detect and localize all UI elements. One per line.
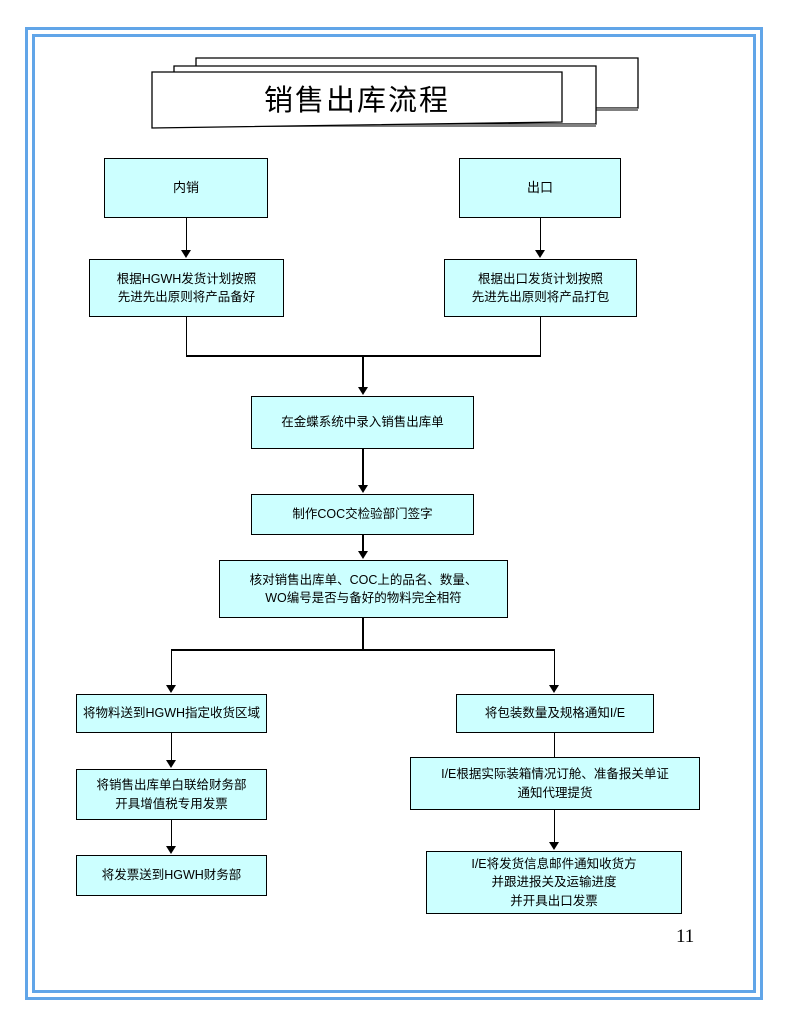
title-banner bbox=[150, 56, 650, 142]
page-border-outer bbox=[25, 27, 763, 1000]
edge-merge-to-kingdee bbox=[362, 355, 364, 388]
arrowhead-split-left bbox=[166, 685, 176, 693]
arrowhead-split-right bbox=[549, 685, 559, 693]
arrowhead-whitecopy-to-invoice bbox=[166, 846, 176, 854]
arrowhead-domestic-to-prepare bbox=[181, 250, 191, 258]
edge-verify-down bbox=[362, 618, 364, 650]
arrowhead-area-to-whitecopy bbox=[166, 760, 176, 768]
arrowhead-export-to-pack bbox=[535, 250, 545, 258]
page-title: 销售出库流程 bbox=[263, 85, 450, 117]
node-verify-match[interactable]: 核对销售出库单、COC上的品名、数量、 WO编号是否与备好的物料完全相符 bbox=[219, 560, 508, 618]
edge-booking-to-consignee bbox=[553, 810, 555, 843]
edge-export-to-pack bbox=[539, 218, 541, 251]
node-deliver-to-hgwh-area[interactable]: 将物料送到HGWH指定收货区域 bbox=[76, 694, 267, 733]
edge-domestic-to-prepare bbox=[185, 218, 187, 251]
edge-coc-to-verify bbox=[362, 535, 364, 552]
edge-notify-to-booking bbox=[553, 733, 555, 758]
node-export-pack[interactable]: 根据出口发货计划按照 先进先出原则将产品打包 bbox=[444, 259, 637, 317]
arrowhead-kingdee-to-coc bbox=[358, 485, 368, 493]
edge-pack-down bbox=[539, 317, 541, 356]
edge-prepare-down bbox=[185, 317, 187, 356]
node-coc-signature[interactable]: 制作COC交检验部门签字 bbox=[251, 494, 474, 535]
node-white-copy-finance[interactable]: 将销售出库单白联给财务部 开具增值税专用发票 bbox=[76, 769, 267, 820]
edge-split-left bbox=[170, 649, 172, 686]
page-number: 11 bbox=[676, 926, 695, 947]
arrowhead-booking-to-consignee bbox=[549, 842, 559, 850]
edge-whitecopy-to-invoice bbox=[170, 820, 172, 847]
node-kingdee-entry[interactable]: 在金蝶系统中录入销售出库单 bbox=[251, 396, 474, 449]
node-domestic-sales[interactable]: 内销 bbox=[104, 158, 268, 218]
node-ie-booking[interactable]: I/E根据实际装箱情况订舱、准备报关单证 通知代理提货 bbox=[410, 757, 700, 810]
page-border-inner bbox=[32, 34, 756, 993]
edge-split-right bbox=[553, 649, 555, 686]
node-hgwh-prepare[interactable]: 根据HGWH发货计划按照 先进先出原则将产品备好 bbox=[89, 259, 284, 317]
edge-kingdee-to-coc bbox=[362, 449, 364, 486]
node-notify-ie-packing[interactable]: 将包装数量及规格通知I/E bbox=[456, 694, 654, 733]
arrowhead-coc-to-verify bbox=[358, 551, 368, 559]
edge-area-to-whitecopy bbox=[170, 733, 172, 761]
node-invoice-to-hgwh-finance[interactable]: 将发票送到HGWH财务部 bbox=[76, 855, 267, 896]
node-ie-notify-consignee[interactable]: I/E将发货信息邮件通知收货方 并跟进报关及运输进度 并开具出口发票 bbox=[426, 851, 682, 914]
arrowhead-merge-to-kingdee bbox=[358, 387, 368, 395]
edge-split-bar bbox=[170, 649, 555, 651]
node-export[interactable]: 出口 bbox=[459, 158, 621, 218]
